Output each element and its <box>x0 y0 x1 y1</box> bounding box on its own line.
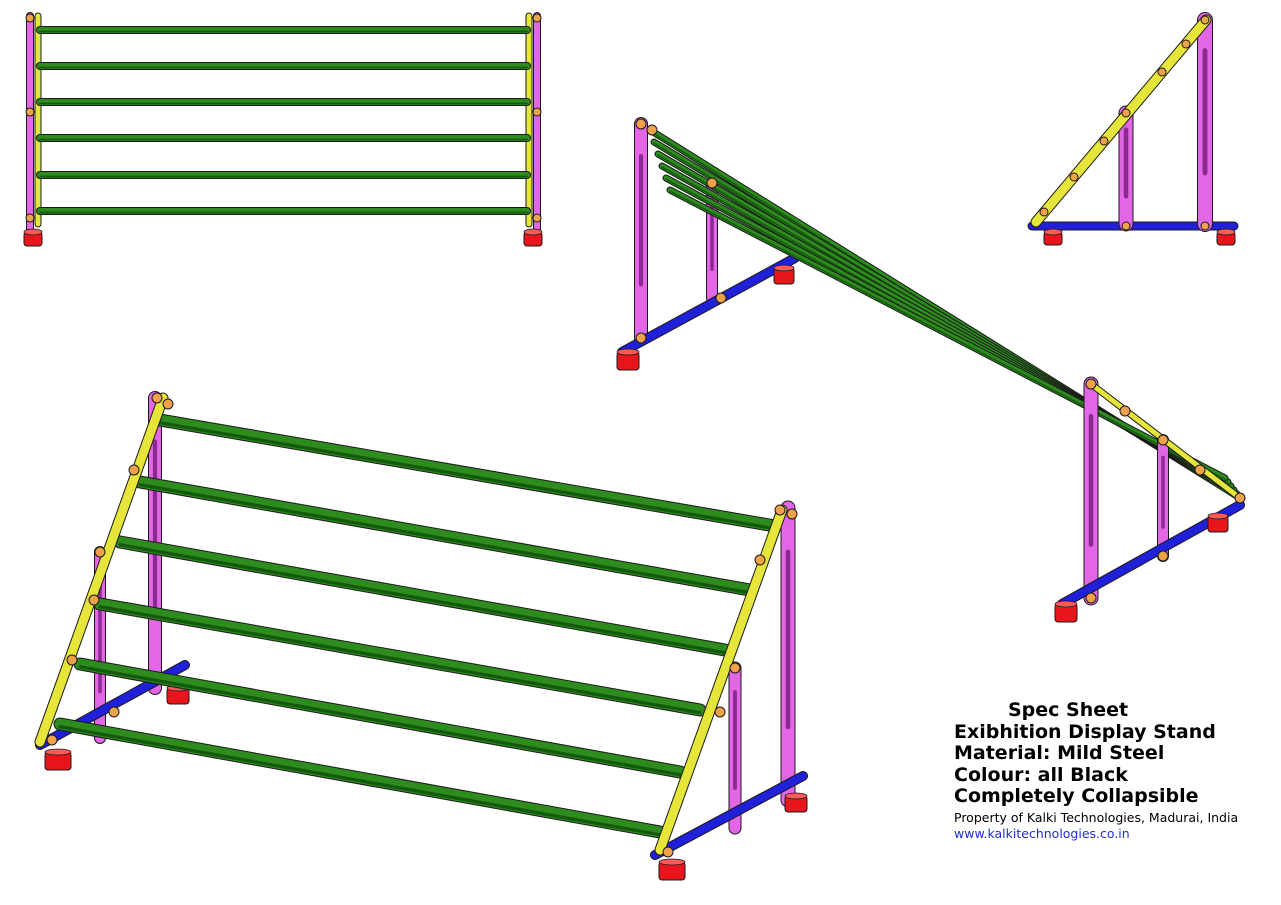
isometric-open-view <box>34 391 808 881</box>
bolt <box>1181 39 1191 49</box>
bolt <box>706 177 718 189</box>
open-rail <box>54 718 666 838</box>
bolt <box>1119 405 1131 417</box>
bolt <box>1157 434 1169 446</box>
front-view <box>23 12 543 247</box>
bolt <box>94 546 106 558</box>
flat-rail-shade <box>669 190 1226 480</box>
isometric-flat-view <box>616 117 1246 623</box>
foot-top <box>616 348 640 356</box>
bolt <box>162 398 174 410</box>
open-rail-shade <box>98 605 702 715</box>
foot-top <box>44 748 72 756</box>
foot-top <box>658 858 686 866</box>
foot-top <box>23 228 43 236</box>
open-rail-shade <box>118 543 727 655</box>
open-rail <box>114 536 731 656</box>
bolt <box>714 706 726 718</box>
bolt <box>774 504 786 516</box>
bolt <box>1121 221 1131 231</box>
foot-top <box>523 228 543 236</box>
website-link[interactable]: www.kalkitechnologies.co.in <box>954 825 1130 841</box>
spec-title: Spec Sheet <box>1008 699 1129 721</box>
bolt <box>662 846 674 858</box>
bolt <box>25 213 35 223</box>
spec-product: Exibhition Display Stand <box>954 720 1216 743</box>
spec-colour: Colour: all Black <box>954 763 1128 786</box>
bolt <box>1085 378 1097 390</box>
spec-sheet: Spec Sheet Exibhition Display Stand Mate… <box>954 699 1274 842</box>
bolt <box>532 13 542 23</box>
foot-top <box>1216 228 1236 236</box>
bolt <box>108 706 120 718</box>
open-rail-shade <box>158 421 777 531</box>
bolt <box>46 734 58 746</box>
side-frame <box>1031 15 1211 227</box>
bolt <box>1234 492 1246 504</box>
bolt <box>88 594 100 606</box>
foot-top <box>1054 600 1078 608</box>
bolt <box>754 554 766 566</box>
bolt <box>786 508 798 520</box>
flat-rail <box>667 187 1228 481</box>
bolt <box>1200 221 1210 231</box>
bolt <box>1039 207 1049 217</box>
open-rail <box>94 598 706 716</box>
bolt <box>1194 464 1206 476</box>
bolt <box>128 464 140 476</box>
bolt <box>1200 15 1210 25</box>
bolt <box>66 654 78 666</box>
open-right-frame <box>655 505 787 855</box>
foot-top <box>773 264 795 272</box>
spec-owner: Property of Kalki Technologies, Madurai,… <box>954 809 1239 825</box>
bolt <box>635 118 647 130</box>
bolt <box>635 332 647 344</box>
foot-top <box>1207 512 1229 520</box>
open-rail-shade <box>58 725 662 837</box>
side-view <box>1027 12 1239 246</box>
bolt <box>1085 592 1097 604</box>
bolt <box>1157 550 1169 562</box>
bolt <box>1121 108 1131 118</box>
foot-top <box>1043 228 1063 236</box>
bolt <box>25 13 35 23</box>
open-left-frame <box>35 393 168 747</box>
flat-left-base <box>618 254 799 356</box>
bolt <box>715 292 727 304</box>
bolt <box>151 392 163 404</box>
spec-feature: Completely Collapsible <box>954 785 1199 807</box>
bolt <box>1069 172 1079 182</box>
bolt <box>532 107 542 117</box>
open-rail-shade <box>138 483 752 595</box>
open-rail-shade <box>78 665 682 777</box>
open-rail <box>154 414 781 532</box>
bolt <box>729 662 741 674</box>
bolt <box>1157 67 1167 77</box>
bolt <box>646 124 658 136</box>
foot-top <box>784 792 808 800</box>
spec-material: Material: Mild Steel <box>954 742 1165 764</box>
open-rail <box>134 476 756 596</box>
bolt <box>532 213 542 223</box>
bolt <box>1099 136 1109 146</box>
bolt <box>25 107 35 117</box>
open-right-base <box>651 772 807 859</box>
open-rail <box>74 658 686 778</box>
